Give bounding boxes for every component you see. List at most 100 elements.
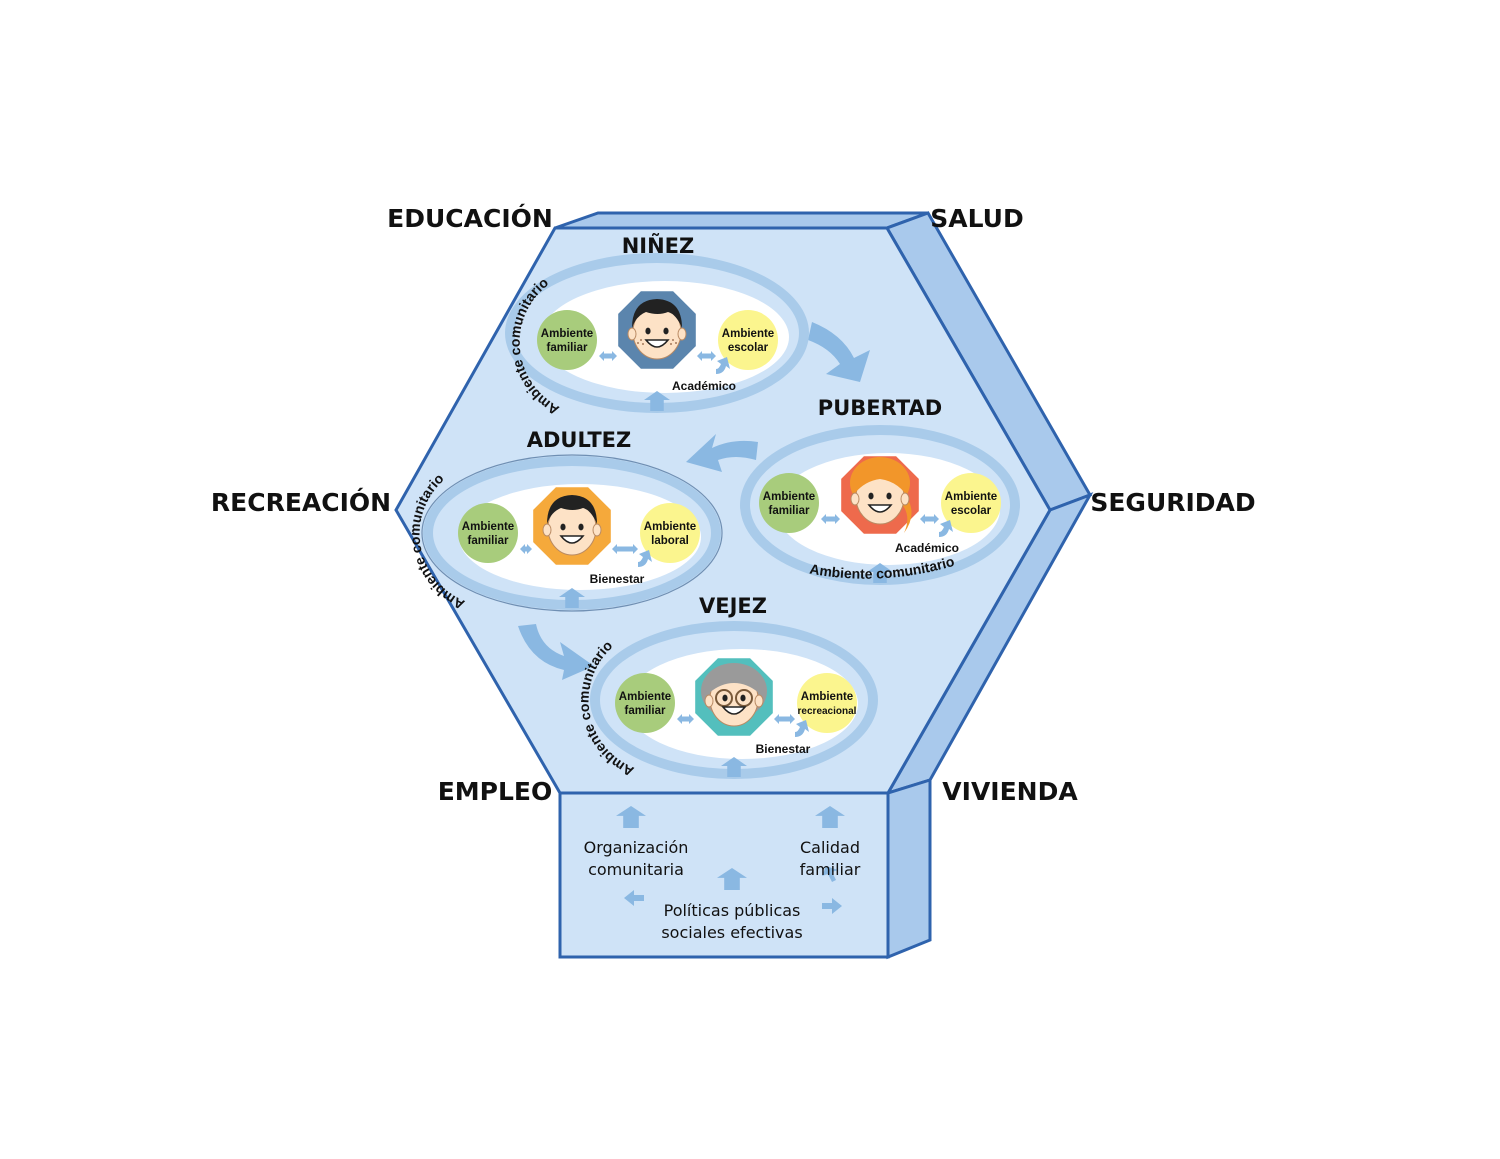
stage-title-pubertad: PUBERTAD: [818, 396, 942, 420]
double-arrow-right: [774, 714, 795, 724]
curved-arrow-outcome: [795, 720, 809, 737]
outcome-label: Académico: [895, 541, 959, 555]
base-side: [886, 777, 932, 960]
glasses-left: [715, 689, 733, 707]
outcome-label: Académico: [672, 379, 736, 393]
ear-right: [754, 694, 764, 708]
eye-right: [740, 694, 746, 702]
up-arrow-community: [559, 588, 585, 608]
circle-left-line1: Ambiente: [763, 491, 815, 503]
base-calidad-line1: Calidad: [800, 838, 860, 857]
base-organizacion-line2: comunitaria: [588, 860, 684, 879]
circle-right-line1: Ambiente: [801, 691, 853, 703]
ear-left: [704, 694, 714, 708]
man-face-icon: [542, 495, 602, 556]
ear-left: [850, 492, 860, 506]
arrow-left-cycle-icon: [624, 890, 644, 906]
circle-left-line2: familiar: [625, 705, 666, 717]
stage-vejez: Ambiente familiar Ambiente recreacionalBien…: [590, 621, 878, 779]
eye-left: [868, 492, 874, 500]
base-calidad-line2: familiar: [800, 860, 861, 879]
freckle: [675, 342, 677, 344]
factor-salud: SALUD: [930, 204, 1023, 233]
circle-ambiente-familiar: [458, 503, 518, 563]
double-arrow-right: [697, 351, 716, 361]
bangs: [855, 466, 905, 493]
circle-right-line2: laboral: [651, 535, 689, 547]
circle-right-line2: recreacional: [798, 706, 857, 717]
up-arrow-organizacion: [616, 806, 646, 828]
circle-ambiente-familiar: [537, 310, 597, 370]
glasses-right: [735, 689, 753, 707]
circle-ambiente-familiar: [615, 673, 675, 733]
freckle: [642, 343, 644, 345]
double-arrow-left: [677, 714, 694, 724]
base-politicas-line2: sociales efectivas: [661, 923, 802, 942]
flow-arrow-adultez-to-vejez: [518, 624, 594, 680]
double-arrow-left: [520, 544, 532, 554]
circle-left-line2: familiar: [468, 535, 509, 547]
up-arrow-calidad: [815, 806, 845, 828]
life-stages: AmbientefamiliarAmbienteescolarAcadémico…: [421, 253, 1020, 779]
circle-left-line2: familiar: [769, 505, 810, 517]
circle-right-line1: Ambiente: [722, 328, 774, 340]
stage-title-vejez: VEJEZ: [699, 594, 767, 618]
base-politicas-line1: Políticas públicas: [664, 901, 801, 920]
double-arrow-right: [612, 544, 638, 554]
elder-face-icon: [701, 663, 767, 727]
mouth: [644, 339, 670, 348]
factor-vivienda: VIVIENDA: [942, 777, 1078, 806]
eye-right: [578, 523, 584, 531]
hair-top: [709, 670, 759, 693]
eye-left: [722, 694, 728, 702]
stage-title-ninez: NIÑEZ: [622, 233, 695, 258]
double-arrow-right: [920, 514, 939, 524]
eye-right: [886, 492, 892, 500]
circle-ambiente-right: [718, 310, 778, 370]
curved-arrow-outcome: [638, 550, 652, 567]
curved-arrow-outcome: [716, 357, 730, 374]
base-arrows: [616, 806, 845, 914]
circle-right-line2: escolar: [728, 342, 769, 354]
double-arrow-left: [599, 351, 617, 361]
eye-left: [560, 523, 566, 531]
circle-ambiente-right: [941, 473, 1001, 533]
outcome-label: Bienestar: [756, 742, 811, 756]
eye-left: [645, 327, 651, 335]
mouth: [559, 535, 585, 544]
circle-ambiente-familiar: [759, 473, 819, 533]
factor-seguridad: SEGURIDAD: [1090, 488, 1255, 517]
girl-face-icon: [850, 457, 912, 533]
up-arrow-community: [721, 757, 747, 777]
stage-title-adultez: ADULTEZ: [527, 428, 632, 452]
hair: [632, 299, 682, 328]
factor-recreacion: RECREACIÓN: [211, 487, 391, 517]
circle-right-line1: Ambiente: [644, 521, 696, 533]
factor-educacion: EDUCACIÓN: [387, 203, 553, 233]
circle-left-line2: familiar: [547, 342, 588, 354]
boy-face-icon: [627, 299, 687, 360]
hair: [547, 495, 597, 524]
up-arrow-politicas: [717, 868, 747, 890]
ear-right: [900, 492, 910, 506]
freckle: [670, 343, 672, 345]
freckle: [640, 339, 642, 341]
factor-empleo: EMPLEO: [438, 777, 553, 806]
circle-ambiente-right: [640, 503, 700, 563]
circle-left-line1: Ambiente: [619, 691, 671, 703]
flow-arrow-ninez-to-pubertad: [808, 322, 870, 382]
circle-right-line1: Ambiente: [945, 491, 997, 503]
stage-ring-outline: [421, 454, 723, 612]
up-arrow-community: [867, 563, 893, 583]
hexagon-side-top: [554, 211, 929, 230]
circle-left-line1: Ambiente: [462, 521, 514, 533]
freckle: [672, 339, 674, 341]
eye-right: [663, 327, 669, 335]
circle-ambiente-right: [797, 673, 857, 733]
ear-right: [592, 523, 602, 537]
circle-left-line1: Ambiente: [541, 328, 593, 340]
